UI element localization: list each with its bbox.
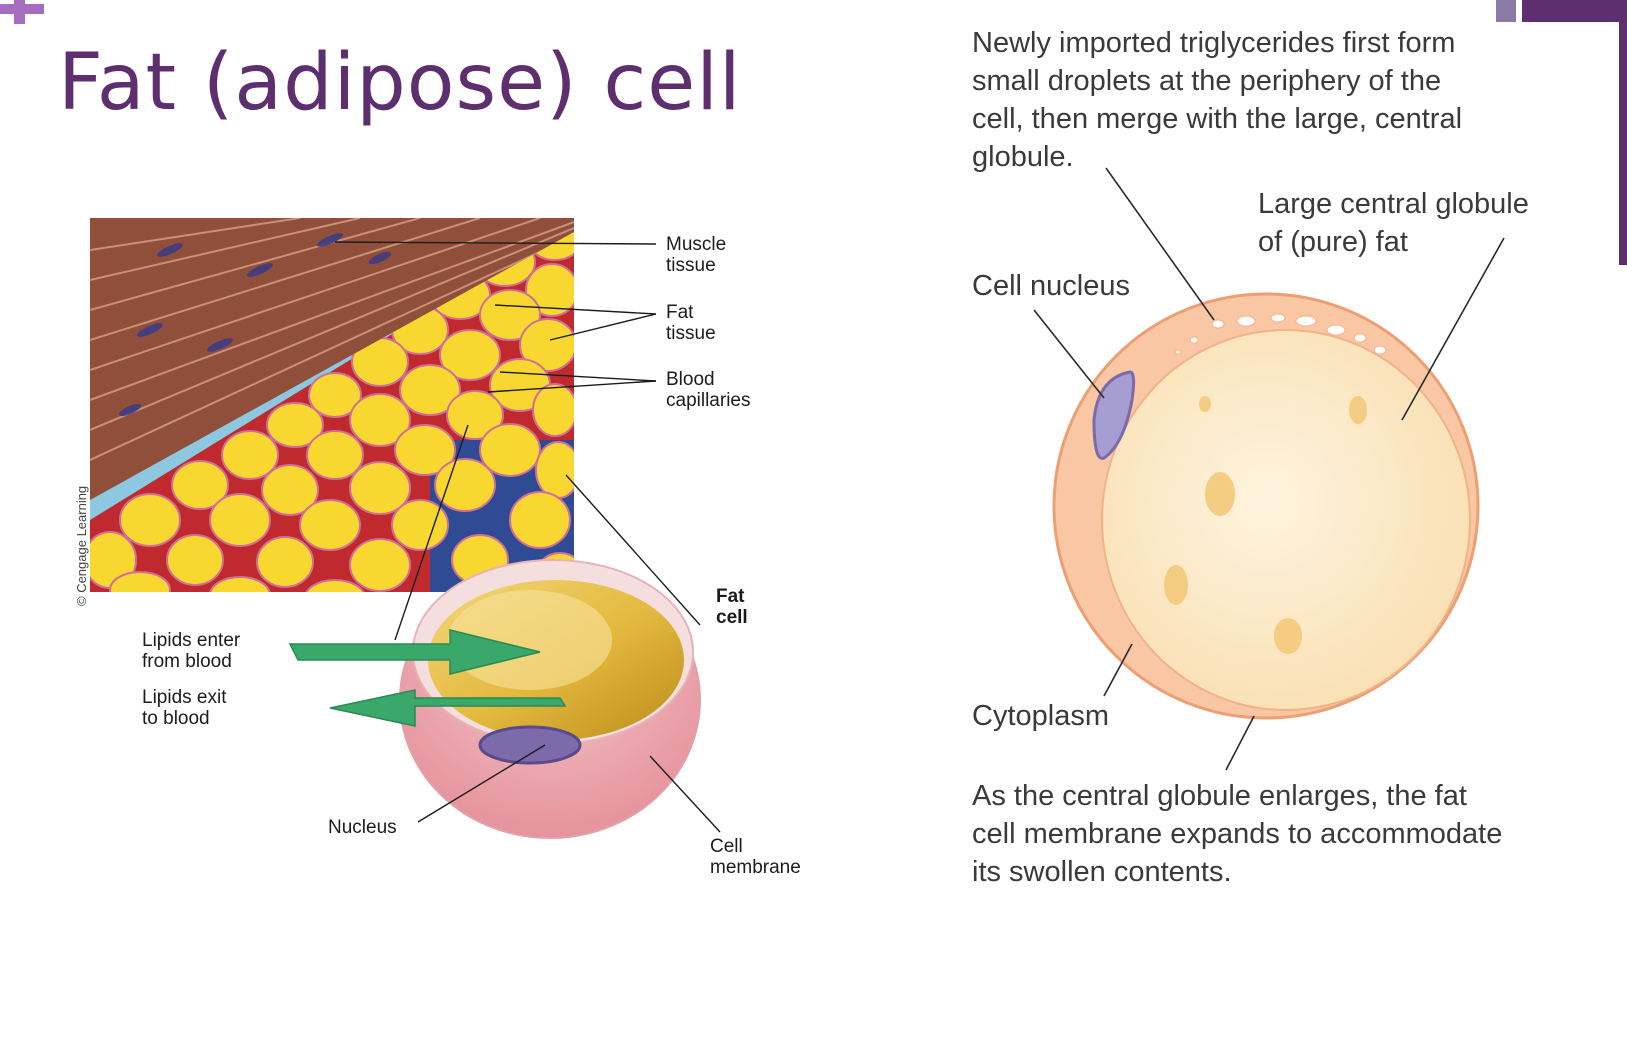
label-blood-capillaries: Blood capillaries <box>666 369 750 411</box>
label-lipids-exit: Lipids exit to blood <box>142 687 227 729</box>
corner-bar-light <box>1496 0 1516 22</box>
label-cell-nucleus: Cell nucleus <box>972 270 1130 302</box>
tissue-block <box>90 218 574 592</box>
caption-line: cell membrane expands to accommodate <box>972 818 1503 850</box>
nucleus-shape <box>478 725 582 765</box>
inner-droplets <box>1164 396 1367 654</box>
label-cytoplasm: Cytoplasm <box>972 700 1109 732</box>
right-edge-bar <box>1619 0 1627 265</box>
left-leader-lines <box>334 241 721 833</box>
label-line: cell <box>716 607 748 628</box>
label-line: of (pure) fat <box>1258 226 1408 258</box>
label-line: Lipids enter <box>142 630 241 651</box>
outro-caption: As the central globule enlarges, the fat… <box>972 777 1502 891</box>
label-line: from blood <box>142 651 232 672</box>
intro-caption: Newly imported triglycerides first form … <box>972 24 1462 176</box>
cell-diagram-right <box>1052 292 1480 720</box>
cell-nucleus-shape <box>1092 370 1136 460</box>
caption-line: As the central globule enlarges, the fat <box>972 780 1467 812</box>
label-muscle-tissue: Muscle tissue <box>666 234 726 276</box>
caption-line: small droplets at the periphery of the <box>972 65 1442 97</box>
label-fat-cell: Fat cell <box>716 586 748 628</box>
label-large-central-globule: Large central globule of (pure) fat <box>1258 185 1529 261</box>
central-globule-shape <box>1101 329 1471 711</box>
right-leader-lines <box>1033 167 1505 771</box>
label-line: capillaries <box>666 390 751 411</box>
corner-plus-icon <box>0 0 44 24</box>
caption-line: cell, then merge with the large, central <box>972 103 1463 135</box>
label-lipids-enter: Lipids enter from blood <box>142 630 240 672</box>
label-line: membrane <box>710 857 801 878</box>
caption-line: globule. <box>972 141 1074 173</box>
caption-line: Newly imported triglycerides first form <box>972 27 1456 59</box>
label-line: to blood <box>142 708 210 729</box>
label-nucleus: Nucleus <box>328 817 397 838</box>
corner-bar-dark <box>1522 0 1627 22</box>
label-line: Fat <box>716 586 745 607</box>
lipids-exit-arrow <box>329 689 567 727</box>
label-fat-tissue: Fat tissue <box>666 302 716 344</box>
lipid-flow-arrows <box>288 629 567 727</box>
label-line: Lipids exit <box>142 687 227 708</box>
credit-text: © Cengage Learning <box>74 485 89 606</box>
label-line: tissue <box>666 323 716 344</box>
label-line: tissue <box>666 255 716 276</box>
label-line: Blood <box>666 369 715 390</box>
label-line: Muscle <box>666 234 727 255</box>
caption-line: its swollen contents. <box>972 856 1232 888</box>
lipids-enter-arrow <box>288 629 541 675</box>
label-cell-membrane: Cell membrane <box>710 836 801 878</box>
label-line: Cell <box>710 836 743 857</box>
peripheral-droplets <box>1174 313 1387 355</box>
label-line: Large central globule <box>1258 188 1529 220</box>
slide-title: Fat (adipose) cell <box>58 38 742 128</box>
label-line: Fat <box>666 302 694 323</box>
